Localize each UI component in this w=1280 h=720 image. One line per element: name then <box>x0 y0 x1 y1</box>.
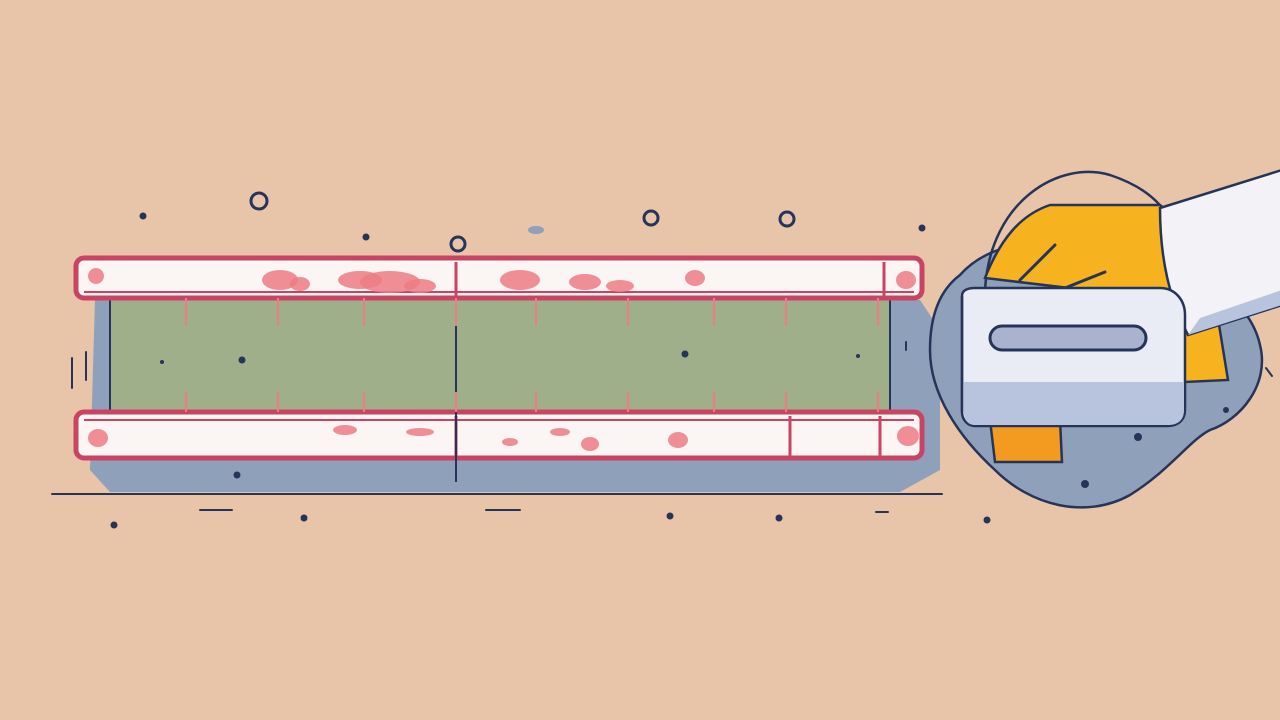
debris-dot-icon <box>110 521 118 529</box>
gasket-bottom-rail <box>73 409 925 461</box>
rail-stain <box>262 270 298 290</box>
gasket-core <box>109 289 891 421</box>
gloved-hand-scraper-icon <box>960 169 1280 464</box>
rail-stain <box>404 279 436 293</box>
rail-stain <box>502 438 518 446</box>
debris-ring <box>249 191 269 211</box>
rail-stain <box>333 425 357 435</box>
debris-dot-icon <box>362 233 370 241</box>
rail-stains <box>88 268 919 451</box>
hand-cable <box>983 170 1172 291</box>
rail-stain <box>88 429 108 447</box>
rail-stain <box>581 437 599 451</box>
gasket-strip <box>73 255 925 482</box>
rail-stain <box>550 428 570 436</box>
teal-speck <box>528 226 544 234</box>
dash-mark <box>1265 367 1273 377</box>
rail-stain <box>569 274 601 290</box>
debris-dot-icon <box>775 514 783 522</box>
debris-particles <box>110 191 1229 529</box>
debris-dot-icon <box>1223 407 1229 413</box>
debris-ring <box>642 209 660 227</box>
debris-dot-icon <box>918 224 926 232</box>
core-dot <box>160 360 164 364</box>
sleeve-shade <box>1188 290 1280 335</box>
rail-stain <box>88 268 104 284</box>
debris-dot-icon <box>983 516 991 524</box>
gasket-ribs <box>185 298 879 412</box>
debris-dot-icon <box>300 514 308 522</box>
debris-dot-icon <box>1081 480 1089 488</box>
core-dot <box>681 350 689 358</box>
debris-dot-icon <box>1134 433 1142 441</box>
debris-dot-icon <box>233 471 241 479</box>
scraper-lower-band <box>964 382 1184 425</box>
core-dot <box>238 356 246 364</box>
rail-stain <box>606 280 634 292</box>
rail-stain <box>896 271 916 289</box>
dash-marks <box>71 341 1273 513</box>
debris-ring <box>778 210 796 228</box>
rail-stain <box>685 270 705 286</box>
rail-stain <box>290 277 310 291</box>
debris-dot-icon <box>666 512 674 520</box>
rail-stain <box>668 432 688 448</box>
scraper-slot <box>988 324 1148 352</box>
core-dot <box>856 354 860 358</box>
rail-stain <box>897 426 919 446</box>
rail-stain <box>500 270 540 290</box>
debris-dot-icon <box>139 212 147 220</box>
rail-stain <box>406 428 434 436</box>
debris-ring <box>449 235 467 253</box>
